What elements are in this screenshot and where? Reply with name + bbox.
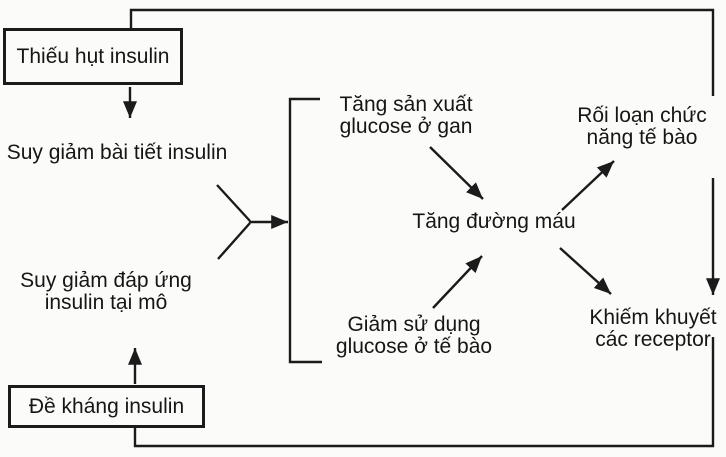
receptor-defect-line2: các receptor xyxy=(595,328,711,351)
receptor-defect-line1: Khiếm khuyết xyxy=(589,306,717,329)
arrow-cells-to-blood xyxy=(432,255,483,309)
decreased-secretion-label: Suy giảm bài tiết insulin xyxy=(7,142,228,164)
receptor-defect-label: Khiếm khuyết các receptor xyxy=(589,307,716,351)
insulin-resistance-box: Đề kháng insulin xyxy=(8,385,205,428)
top-feedback-line xyxy=(129,8,715,96)
bracket xyxy=(288,97,322,364)
decreased-response-line2: insulin tại mô xyxy=(44,291,168,314)
insulin-resistance-label: Đề kháng insulin xyxy=(28,394,185,418)
decreased-response-line1: Suy giảm đáp ứng xyxy=(20,269,192,292)
decreased-response-label: Suy giảm đáp ứng insulin tại mô xyxy=(20,270,192,314)
liver-glucose-line2: glucose ở gan xyxy=(339,115,473,138)
cell-dysfunction-label: Rối loạn chức năng tế bào xyxy=(577,105,707,149)
cell-glucose-line2: glucose ở tế bào xyxy=(335,335,493,358)
cell-glucose-label: Giảm sử dụng glucose ở tế bào xyxy=(336,314,492,358)
arrow-blood-to-dysfunction xyxy=(561,160,615,211)
hyperglycemia-text: Tăng đường máu xyxy=(412,210,576,233)
insulin-deficiency-label: Thiếu hụt insulin xyxy=(16,44,170,68)
liver-glucose-line1: Tăng sản xuất xyxy=(339,93,473,116)
bottom-feedback-line xyxy=(133,337,715,448)
arrow-blood-to-receptor xyxy=(559,247,612,295)
cell-glucose-line1: Giảm sử dụng xyxy=(347,313,481,336)
cell-dysfunction-line1: Rối loạn chức xyxy=(577,104,707,127)
cell-dysfunction-line2: năng tế bào xyxy=(586,126,698,149)
decreased-secretion-text: Suy giảm bài tiết insulin xyxy=(6,141,228,164)
insulin-deficiency-box: Thiếu hụt insulin xyxy=(3,28,183,85)
converge-upper-line xyxy=(216,184,251,222)
liver-glucose-label: Tăng sản xuất glucose ở gan xyxy=(339,94,472,138)
arrow-liver-to-blood xyxy=(429,146,484,200)
converge-lower-line xyxy=(217,222,251,260)
hyperglycemia-label: Tăng đường máu xyxy=(412,211,575,233)
